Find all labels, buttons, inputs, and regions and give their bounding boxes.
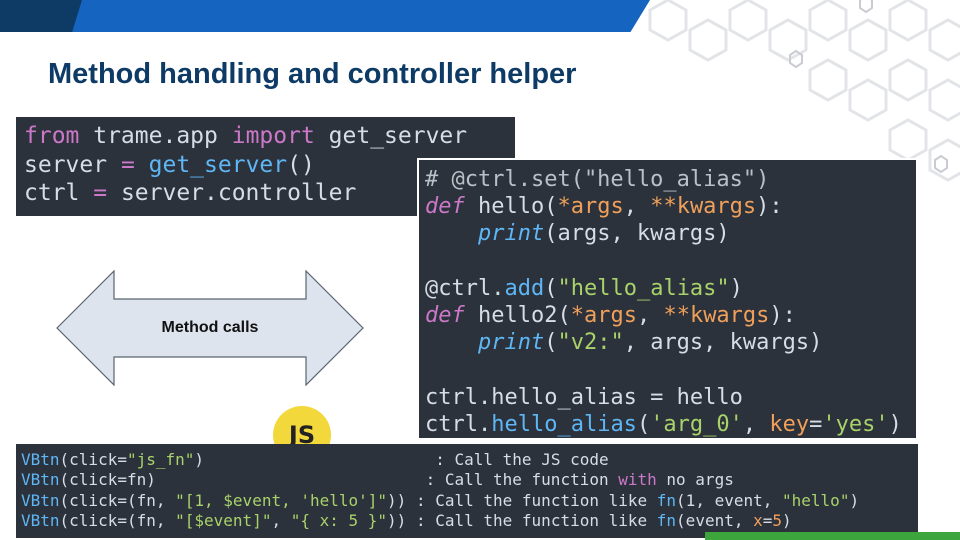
code-block-controller: # @ctrl.set("hello_alias")def hello(*arg… xyxy=(417,158,918,440)
code-line: def hello2(*args, **kwargs): xyxy=(425,303,796,329)
code-line: VBtn(click=(fn, "[$event]", "{ x: 5 }"))… xyxy=(21,510,792,530)
top-banner-bar xyxy=(0,0,650,32)
code-line: VBtn(click="js_fn") : Call the JS code xyxy=(21,450,609,469)
method-calls-arrow: Method calls xyxy=(56,269,364,387)
double-arrow-icon xyxy=(56,269,364,387)
code-line: print(args, kwargs) xyxy=(477,221,730,247)
code-line: ctrl = server.controller xyxy=(24,180,357,206)
code-line: print("v2:", args, kwargs) xyxy=(477,330,823,356)
code-line: VBtn(click=(fn, "[1, $event, 'hello']"))… xyxy=(21,490,860,510)
code-blank-line xyxy=(425,248,916,275)
top-banner-accent xyxy=(0,0,82,32)
method-calls-label: Method calls xyxy=(161,319,259,336)
code-line: ctrl.hello_alias = hello xyxy=(425,384,743,410)
code-line: ctrl.hello_alias('arg_0', key='yes') xyxy=(425,411,902,437)
hexagon-pattern-decoration xyxy=(648,0,960,182)
code-line: VBtn(click=fn) : Call the function with … xyxy=(21,470,734,490)
code-line: server = get_server() xyxy=(24,151,315,178)
page-title: Method handling and controller helper xyxy=(48,58,577,90)
bottom-accent-bar xyxy=(705,532,960,540)
code-line: @ctrl.add("hello_alias") xyxy=(425,275,743,301)
code-line: from trame.app import get_server xyxy=(24,123,468,149)
code-line: def hello(*args, **kwargs): xyxy=(425,194,783,220)
code-blank-line xyxy=(425,356,916,383)
code-comment-line: # @ctrl.set("hello_alias") xyxy=(425,167,770,192)
